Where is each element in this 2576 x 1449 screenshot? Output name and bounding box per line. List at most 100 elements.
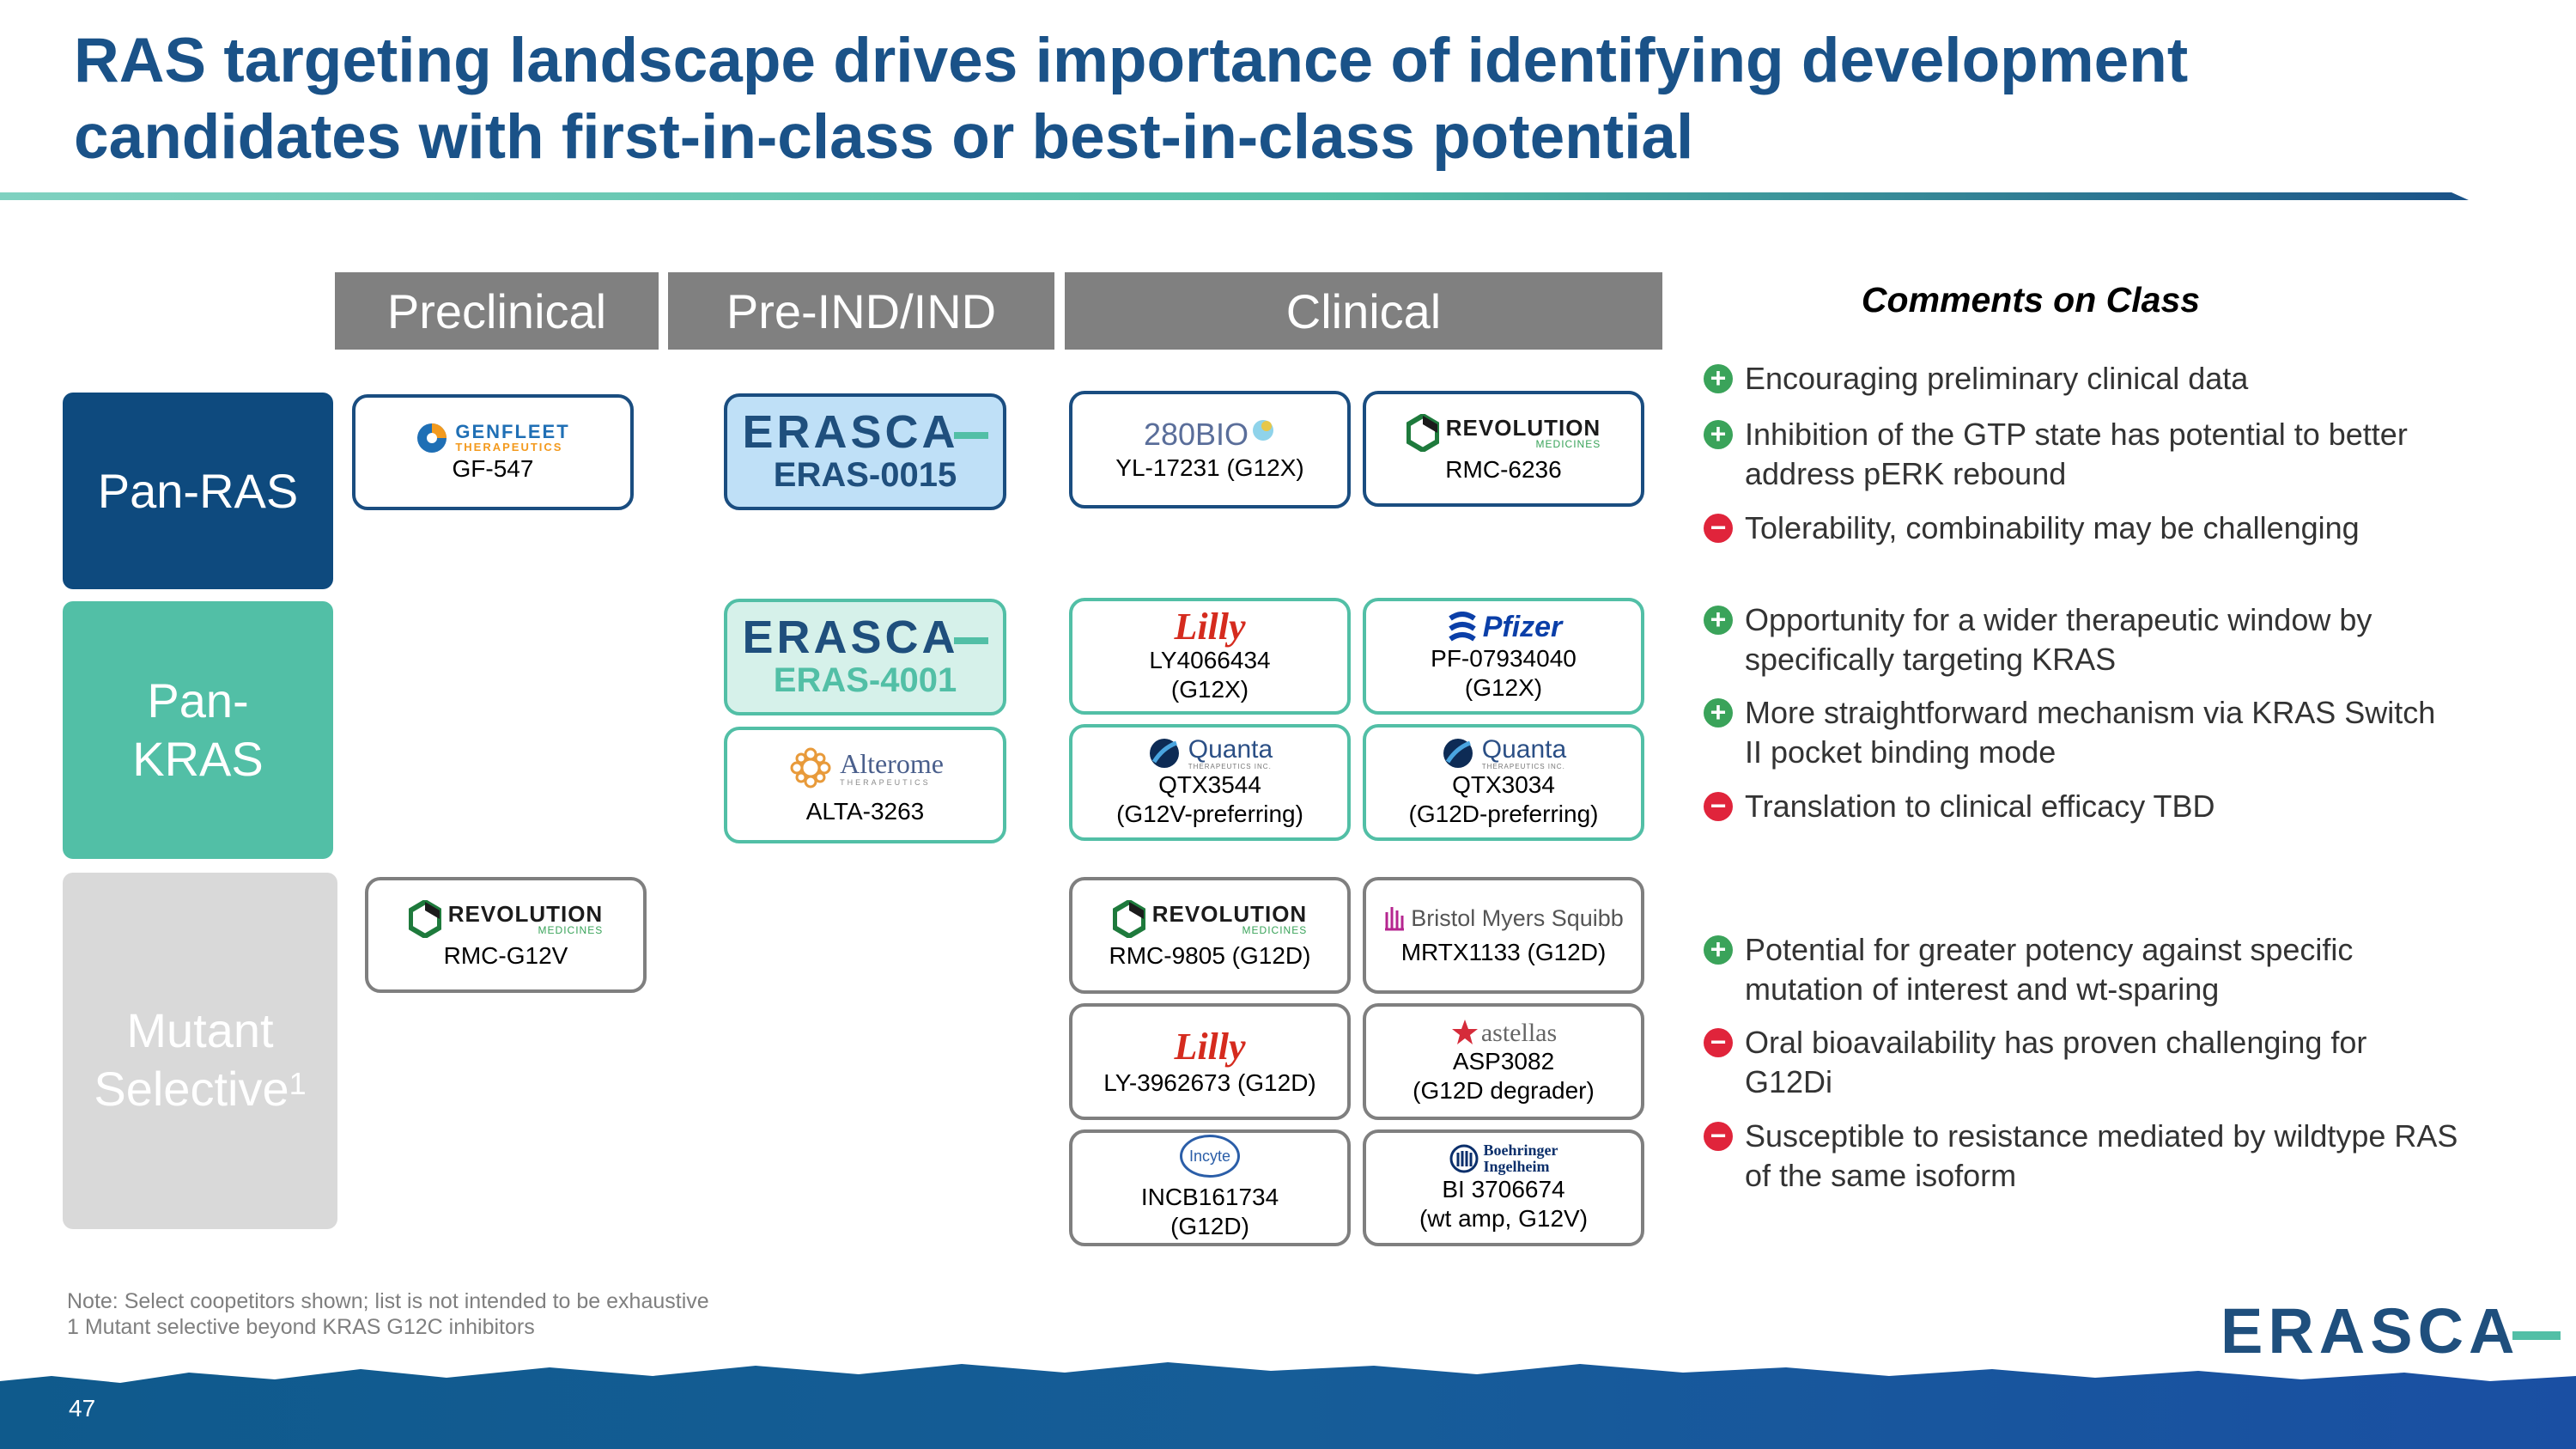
card-gf-547: GENFLEET THERAPEUTICS GF-547 — [352, 394, 634, 510]
card-mrtx1133: Bristol Myers Squibb MRTX1133 (G12D) — [1363, 877, 1644, 994]
drug-name: ALTA-3263 — [805, 798, 925, 825]
card-ly4066434: Lilly LY4066434 (G12X) — [1069, 598, 1351, 715]
erasca-wordmark: ERASCA — [2221, 1295, 2520, 1367]
erasca-footer-logo: ERASCA — [2221, 1299, 2561, 1364]
comment-text: Potential for greater potency against sp… — [1745, 932, 2354, 1007]
drug-name: RMC-9805 (G12D) — [1109, 942, 1311, 969]
drug-target: (G12X) — [1464, 674, 1543, 701]
row-label-text: Pan- — [147, 673, 249, 728]
drug-name: PF-07934040 — [1431, 645, 1577, 672]
drug-name: RMC-G12V — [443, 941, 568, 969]
card-eras-0015: ERASCA ERAS-0015 — [724, 393, 1006, 510]
erasca-dash — [2512, 1331, 2561, 1341]
stage-header-preclinical: Preclinical — [335, 272, 659, 350]
stage-label: Preclinical — [386, 283, 607, 338]
comment-text: Oral bioavailability has proven challeng… — [1745, 1025, 2367, 1099]
280bio-wordmark: 280BIO — [1143, 416, 1249, 452]
plus-icon: + — [1704, 606, 1733, 635]
drug-name: INCB161734 — [1140, 1184, 1279, 1210]
drug-name: RMC-6236 — [1445, 455, 1562, 483]
bms-icon — [1385, 907, 1405, 931]
card-ly-3962673: Lilly LY-3962673 (G12D) — [1069, 1003, 1351, 1120]
row-label-text: Selective1 — [94, 1060, 306, 1118]
plus-icon: + — [1704, 935, 1733, 965]
erasca-wordmark: ERASCA — [742, 612, 959, 663]
erasca-dash — [953, 431, 988, 439]
drug-name: LY-3962673 (G12D) — [1103, 1069, 1316, 1096]
alterome-sub: THERAPEUTICS — [840, 778, 931, 787]
card-qtx3544: Quanta THERAPEUTICS INC. QTX3544 (G12V-p… — [1069, 724, 1351, 841]
drug-target: (G12D) — [1170, 1213, 1249, 1239]
row-label-text: KRAS — [132, 732, 264, 786]
incyte-logo: Incyte — [1180, 1135, 1240, 1178]
lilly-logo: Lilly — [1174, 606, 1246, 648]
drug-target: (wt amp, G12V) — [1419, 1205, 1589, 1232]
comment-item: −Translation to clinical efficacy TBD — [1704, 787, 2459, 826]
comment-item: +Opportunity for a wider therapeutic win… — [1704, 600, 2459, 679]
alterome-name: Alterome — [840, 748, 944, 779]
row-label-mutant-selective: Mutant Selective1 — [63, 873, 337, 1229]
erasca-wordmark: ERASCA — [742, 406, 959, 458]
card-yl-17231: 280BIO YL-17231 (G12X) — [1069, 391, 1351, 508]
drug-target: (G12X) — [1170, 676, 1249, 703]
revolution-name: REVOLUTION — [1445, 414, 1601, 441]
drug-target: (G12D degrader) — [1413, 1077, 1595, 1104]
erasca-dash — [953, 636, 988, 644]
slide-title-line-1: RAS targeting landscape drives importanc… — [74, 26, 2189, 95]
minus-icon: − — [1704, 1028, 1733, 1057]
drug-name: ASP3082 — [1452, 1048, 1555, 1075]
drug-name: QTX3544 — [1158, 771, 1261, 798]
card-asp3082: astellas ASP3082 (G12D degrader) — [1363, 1003, 1644, 1120]
comment-item: + Potential for greater potency against s… — [1704, 930, 2459, 1009]
drug-target: (G12D-preferring) — [1408, 801, 1599, 827]
footnote-1: 1 Mutant selective beyond KRAS G12C inhi… — [67, 1315, 535, 1339]
drug-name: ERAS-0015 — [773, 456, 957, 494]
quanta-icon — [1443, 739, 1473, 768]
drug-name: QTX3034 — [1452, 771, 1555, 798]
stage-header-preind: Pre-IND/IND — [668, 272, 1054, 350]
revolution-name: REVOLUTION — [1151, 901, 1308, 927]
revolution-sub: MEDICINES — [1535, 437, 1601, 450]
comment-item: −Oral bioavailability has proven challen… — [1704, 1023, 2459, 1102]
lilly-logo: Lilly — [1174, 1026, 1246, 1068]
card-qtx3034: Quanta THERAPEUTICS INC. QTX3034 (G12D-p… — [1363, 724, 1644, 841]
minus-icon: − — [1704, 514, 1733, 543]
plus-icon: + — [1704, 698, 1733, 728]
card-alta-3263: Alterome THERAPEUTICS ALTA-3263 — [724, 727, 1006, 843]
stage-label: Pre-IND/IND — [726, 283, 997, 338]
card-eras-4001: ERASCA ERAS-4001 — [724, 599, 1006, 715]
comment-text: Encouraging preliminary clinical data — [1745, 361, 2249, 396]
slide-title-line-2: candidates with first-in-class or best-i… — [74, 102, 1694, 172]
astellas-logo: astellas — [1450, 1018, 1557, 1047]
card-pf-07934040: Pfizer PF-07934040 (G12X) — [1363, 598, 1644, 715]
plus-icon: + — [1704, 364, 1733, 393]
quanta-name: Quanta — [1481, 734, 1567, 764]
genfleet-icon — [417, 423, 447, 453]
bms-logo: Bristol Myers Squibb — [1383, 904, 1624, 933]
genfleet-sub: THERAPEUTICS — [455, 440, 563, 454]
drug-name: ERAS-4001 — [773, 661, 957, 699]
comment-text: Inhibition of the GTP state has potentia… — [1745, 417, 2408, 491]
minus-icon: − — [1704, 792, 1733, 821]
drug-target: (G12V-preferring) — [1116, 801, 1303, 827]
revolution-sub: MEDICINES — [1242, 924, 1308, 936]
comment-item: −Tolerability, combinability may be chal… — [1704, 508, 2459, 548]
pfizer-wordmark: Pfizer — [1482, 611, 1563, 643]
alterome-logo: Alterome THERAPEUTICS — [787, 744, 944, 792]
drug-name: YL-17231 (G12X) — [1115, 454, 1304, 481]
slide-title: RAS targeting landscape drives importanc… — [74, 22, 2392, 175]
quanta-icon — [1149, 739, 1179, 768]
comment-text: Tolerability, combinability may be chall… — [1745, 510, 2360, 545]
title-underline — [0, 192, 2469, 200]
revolution-icon — [408, 899, 441, 938]
genfleet-logo: GENFLEET THERAPEUTICS — [416, 422, 569, 454]
quanta-logo: Quanta THERAPEUTICS INC. — [1147, 736, 1273, 770]
comment-text: Susceptible to resistance mediated by wi… — [1745, 1118, 2458, 1193]
row-label-pan-kras: Pan- KRAS — [63, 601, 333, 859]
row-label-pan-ras: Pan-RAS — [63, 393, 333, 589]
drug-name: GF-547 — [452, 454, 534, 482]
